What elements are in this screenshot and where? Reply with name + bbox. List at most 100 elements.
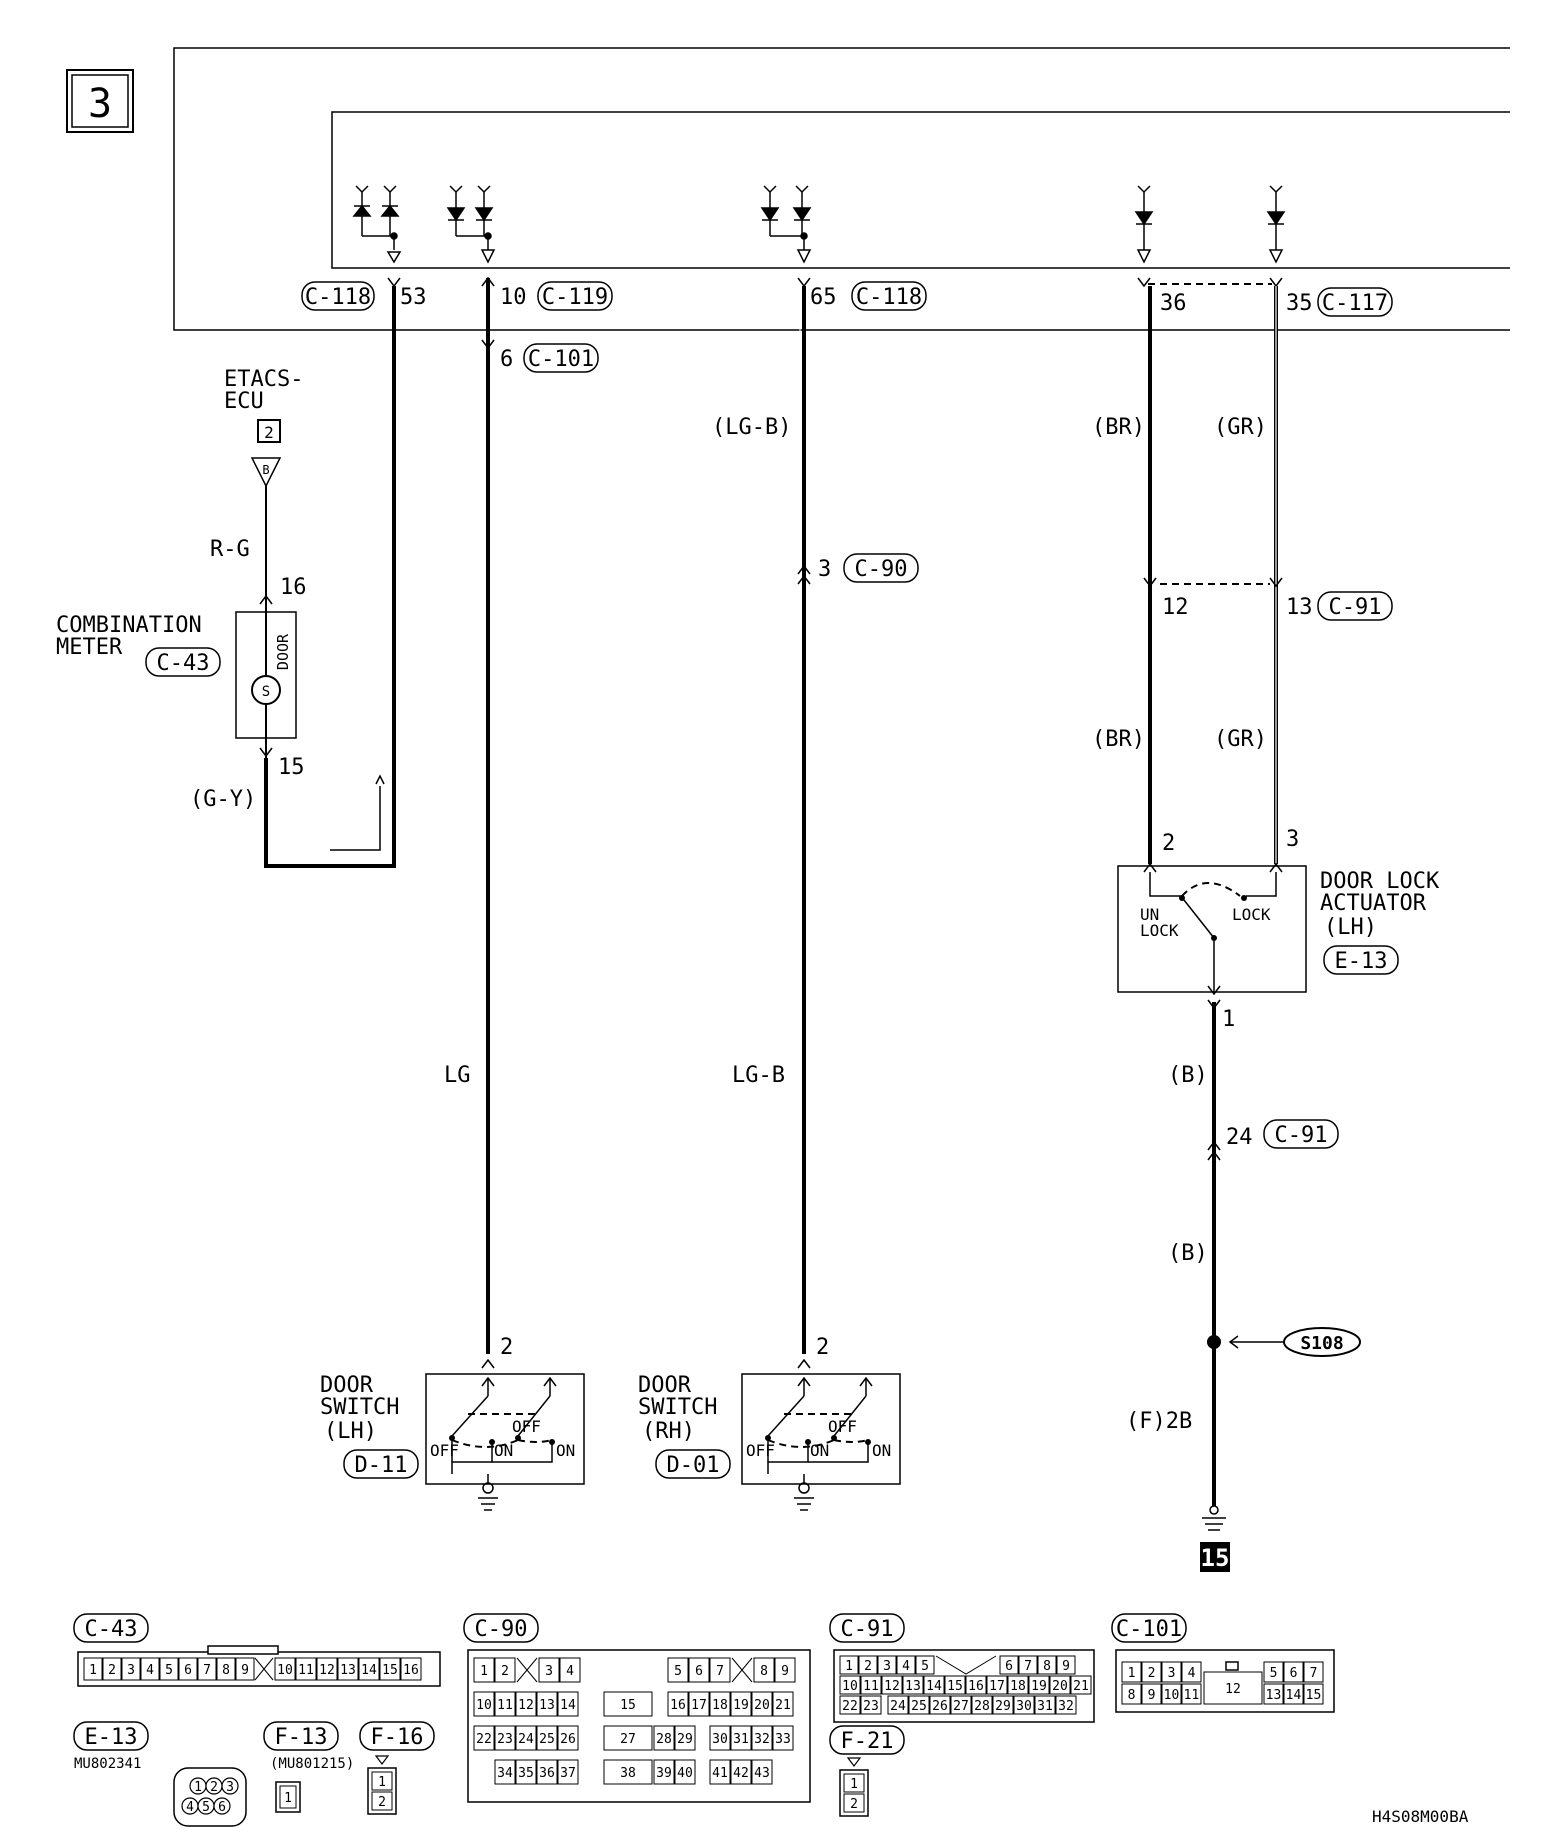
actuator-mid-pin: 24 <box>1226 1125 1253 1150</box>
actuator-pin-out: 1 <box>1222 1007 1235 1032</box>
wire-36-junction-pin: 12 <box>1162 595 1189 620</box>
wire-65-pin: 65 <box>810 285 837 310</box>
c91-pin: 30 <box>1016 1699 1032 1714</box>
c90-pin: 35 <box>518 1766 534 1781</box>
c43-pin: 3 <box>127 1663 135 1678</box>
c90-pin: 10 <box>476 1698 492 1713</box>
c91-pin: 8 <box>1043 1659 1051 1674</box>
f13-name: F-13 <box>275 1725 328 1750</box>
c43-pin: 15 <box>382 1663 398 1678</box>
outer-frame <box>173 47 1510 331</box>
svg-text:S: S <box>262 684 270 700</box>
c90-pin: 9 <box>781 1664 789 1679</box>
meter-connector-badge <box>145 647 221 677</box>
actuator-unlock-2: LOCK <box>1140 921 1179 940</box>
door-switch-rh-box <box>741 1373 901 1485</box>
c90-pin: 27 <box>620 1732 636 1747</box>
c101-pin: 13 <box>1266 1688 1282 1703</box>
c90-pin: 4 <box>566 1664 574 1679</box>
c91-pin: 3 <box>883 1659 891 1674</box>
c43-pin: 12 <box>319 1663 335 1678</box>
ground-tag: 15 <box>1201 1544 1230 1572</box>
c90-name: C-90 <box>475 1617 528 1642</box>
c90-pin: 43 <box>754 1766 770 1781</box>
f21-connector <box>839 1769 869 1817</box>
c91-pin: 17 <box>989 1679 1005 1694</box>
c101-pin: 15 <box>1306 1688 1322 1703</box>
c90-pin: 25 <box>539 1732 555 1747</box>
c90-pin: 34 <box>497 1766 513 1781</box>
switch-rh-name-3: (RH) <box>642 1419 695 1444</box>
c43-pin: 9 <box>241 1663 249 1678</box>
c91-pin: 12 <box>884 1679 900 1694</box>
wire-65-color-top: (LG-B) <box>712 415 791 440</box>
wire-36-pin: 36 <box>1160 291 1187 316</box>
switch-rh-name-1: DOOR <box>638 1373 692 1398</box>
meter-wire-in: R-G <box>210 537 250 562</box>
actuator-name-1: DOOR LOCK <box>1320 869 1440 894</box>
e13-pin: 5 <box>202 1800 210 1815</box>
diode-group-1 <box>352 185 402 264</box>
page-tag-box <box>66 69 134 133</box>
wire-35-junction-connector: C-91 <box>1329 595 1382 620</box>
f21-pin-1: 1 <box>850 1777 858 1792</box>
switch-lh-name-2: SWITCH <box>320 1395 399 1420</box>
c43-pin: 13 <box>340 1663 356 1678</box>
c90-pin: 15 <box>620 1698 636 1713</box>
c90-pin: 13 <box>539 1698 555 1713</box>
e13-pin: 2 <box>210 1780 218 1795</box>
actuator-mid-connector: C-91 <box>1275 1123 1328 1148</box>
wire-53-pin: 53 <box>400 285 427 310</box>
e13-pin: 3 <box>226 1780 234 1795</box>
c43-name: C-43 <box>85 1617 138 1642</box>
c43-pin: 16 <box>403 1663 419 1678</box>
c43-pin: 6 <box>184 1663 192 1678</box>
c91-pin: 4 <box>902 1659 910 1674</box>
switch-lh-off2: OFF <box>512 1417 541 1436</box>
c91-pin: 25 <box>911 1699 927 1714</box>
c91-pin: 13 <box>905 1679 921 1694</box>
c91-pin: 22 <box>842 1699 858 1714</box>
c91-pin: 1 <box>845 1659 853 1674</box>
f13-pin: 1 <box>284 1791 292 1806</box>
c90-pin: 24 <box>518 1732 534 1747</box>
c90-pin: 20 <box>754 1698 770 1713</box>
c91-pin: 14 <box>926 1679 942 1694</box>
door-switch-lh-box <box>425 1373 585 1485</box>
c91-pin: 20 <box>1052 1679 1068 1694</box>
switch-rh-connector: D-01 <box>667 1453 720 1478</box>
c43-pin: 8 <box>222 1663 230 1678</box>
c101-pin: 4 <box>1188 1666 1196 1681</box>
c91-pin: 10 <box>842 1679 858 1694</box>
e13-pin: 4 <box>186 1800 194 1815</box>
wire-53 <box>264 286 396 868</box>
ground-ref: (F)2B <box>1126 1409 1192 1434</box>
actuator-name-3: (LH) <box>1324 915 1377 940</box>
c90-pin: 3 <box>545 1664 553 1679</box>
c90-pin: 6 <box>695 1664 703 1679</box>
c90-pin: 42 <box>733 1766 749 1781</box>
c43-pin: 4 <box>146 1663 154 1678</box>
c90-pin: 37 <box>560 1766 576 1781</box>
c90-pin: 32 <box>754 1732 770 1747</box>
wire-10-lower-pin: 6 <box>500 347 513 372</box>
c90-pin: 31 <box>733 1732 749 1747</box>
wire-65-color: LG-B <box>732 1063 785 1088</box>
f16-pin-1: 1 <box>378 1775 386 1790</box>
c90-pin: 26 <box>560 1732 576 1747</box>
f21-name: F-21 <box>841 1729 894 1754</box>
splice-badge <box>1283 1327 1361 1357</box>
switch-lh-pin: 2 <box>500 1335 513 1360</box>
switch-rh-pin: 2 <box>816 1335 829 1360</box>
c90-pin: 8 <box>760 1664 768 1679</box>
c90-pin: 33 <box>775 1732 791 1747</box>
c101-pin: 11 <box>1184 1688 1200 1703</box>
c91-pin: 7 <box>1024 1659 1032 1674</box>
switch-rh-off: OFF <box>746 1441 775 1460</box>
c43-pin: 7 <box>203 1663 211 1678</box>
c101-pin: 9 <box>1148 1688 1156 1703</box>
f16-pin-2: 2 <box>378 1795 386 1810</box>
actuator-wire-2: (B) <box>1168 1241 1208 1266</box>
